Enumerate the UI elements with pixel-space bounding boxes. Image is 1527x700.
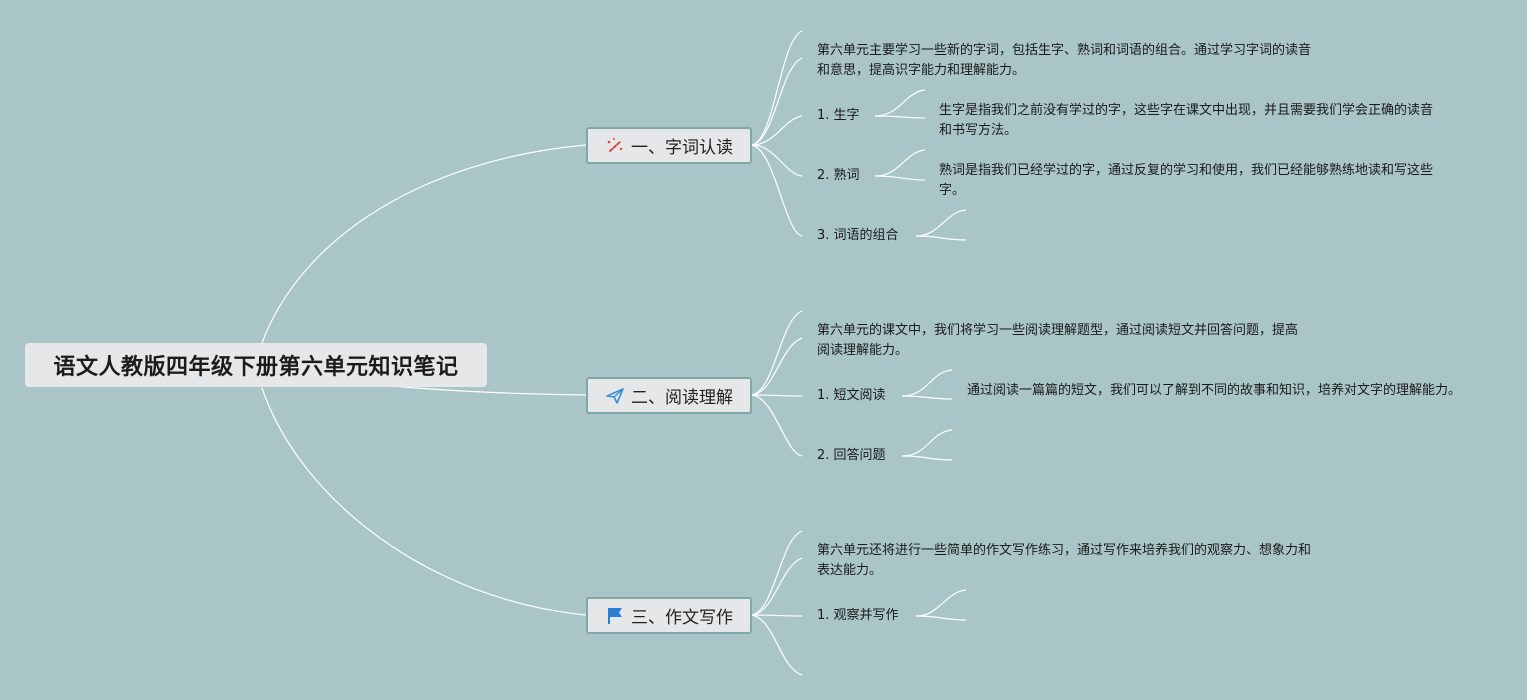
branch-topic-2[interactable]: 二、阅读理解 xyxy=(586,377,752,414)
link-b3-i1-bot xyxy=(915,615,967,621)
branch-1-item-1[interactable]: 1. 生字 xyxy=(817,108,860,123)
link-b2-item-2 xyxy=(751,394,803,457)
link-b2-intro-top xyxy=(751,310,803,396)
link-b3-item-1 xyxy=(751,614,803,617)
link-b2-intro-bottom xyxy=(751,337,803,396)
link-b2-i2-top xyxy=(901,429,953,457)
branch-topic-3[interactable]: 三、作文写作 xyxy=(586,597,752,634)
branch-1-item-1-note: 生字是指我们之前没有学过的字，这些字在课文中出现，并且需要我们学会正确的读音和书… xyxy=(939,103,1434,138)
link-b3-extra xyxy=(751,614,803,676)
branch-topic-1[interactable]: 一、字词认读 xyxy=(586,127,752,164)
root-topic-title: 语文人教版四年级下册第六单元知识笔记 xyxy=(53,355,459,380)
link-b2-item-1 xyxy=(751,394,803,397)
link-b1-i2-bot xyxy=(874,175,926,181)
branch-topic-2-label: 二、阅读理解 xyxy=(631,388,733,408)
link-b1-i3-top xyxy=(915,209,967,237)
branch-2-item-1-note: 通过阅读一篇篇的短文，我们可以了解到不同的故事和知识，培养对文字的理解能力。 xyxy=(967,383,1462,398)
magic-wand-icon xyxy=(605,136,625,156)
branch-1-item-2[interactable]: 2. 熟词 xyxy=(817,168,860,183)
link-b1-item-3 xyxy=(751,144,803,237)
flag-icon xyxy=(605,606,625,626)
link-b2-i2-bot xyxy=(901,455,953,461)
link-root-branch-3 xyxy=(261,387,587,616)
branch-1-item-2-note: 熟词是指我们已经学过的字，通过反复的学习和使用，我们已经能够熟练地读和写这些字。 xyxy=(939,163,1434,198)
link-b1-item-2 xyxy=(751,144,803,177)
branch-topic-1-label: 一、字词认读 xyxy=(631,138,733,158)
link-b1-i1-top xyxy=(874,89,926,117)
link-b1-i3-bot xyxy=(915,235,967,241)
link-root-branch-1 xyxy=(261,144,587,344)
branch-topic-3-label: 三、作文写作 xyxy=(631,608,733,628)
link-b1-i1-bot xyxy=(874,115,926,119)
branch-1-intro: 第六单元主要学习一些新的字词，包括生字、熟词和词语的组合。通过学习字词的读音和意… xyxy=(817,43,1312,78)
link-b3-intro-bottom xyxy=(751,557,803,616)
branch-3-intro: 第六单元还将进行一些简单的作文写作练习，通过写作来培养我们的观察力、想象力和表达… xyxy=(817,543,1312,578)
root-topic[interactable]: 语文人教版四年级下册第六单元知识笔记 xyxy=(25,343,487,387)
link-b1-i2-top xyxy=(874,149,926,177)
link-root-branch-2 xyxy=(379,384,587,396)
paper-plane-icon xyxy=(605,386,625,406)
branch-1-item-3[interactable]: 3. 词语的组合 xyxy=(817,228,899,243)
link-b3-intro-top xyxy=(751,530,803,616)
link-b1-item-1 xyxy=(751,115,803,146)
branch-2-intro: 第六单元的课文中，我们将学习一些阅读理解题型，通过阅读短文并回答问题，提高阅读理… xyxy=(817,323,1299,358)
link-b2-i1-bot xyxy=(901,395,953,400)
branch-2-item-1[interactable]: 1. 短文阅读 xyxy=(817,388,886,403)
branch-3-item-1[interactable]: 1. 观察并写作 xyxy=(817,608,899,623)
link-b1-intro-bottom xyxy=(751,57,803,146)
branch-2-item-2[interactable]: 2. 回答问题 xyxy=(817,448,886,463)
link-b3-i1-top xyxy=(915,589,967,617)
link-b2-i1-top xyxy=(901,369,953,397)
link-b1-intro-top xyxy=(751,30,803,146)
